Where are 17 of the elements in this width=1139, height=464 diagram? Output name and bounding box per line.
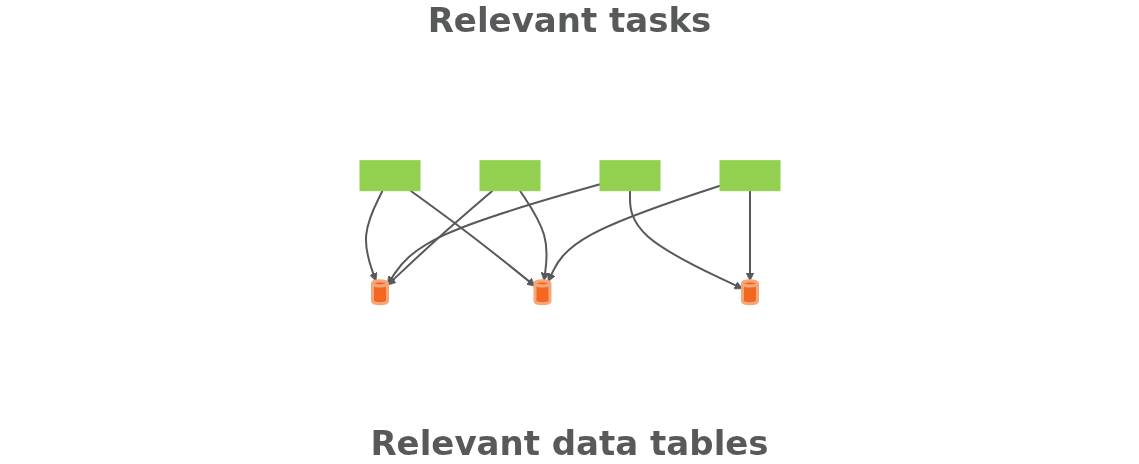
arrow <box>386 189 493 286</box>
arrow <box>364 189 383 282</box>
node-box <box>359 160 420 191</box>
node-box <box>599 160 660 191</box>
arrow <box>386 183 601 285</box>
node-cylinder <box>370 279 389 305</box>
arrow <box>745 189 754 281</box>
arrow <box>628 189 743 290</box>
node-box <box>719 160 780 191</box>
arrow <box>518 189 549 281</box>
node-cylinder <box>533 279 551 305</box>
heading: Relevant data tables <box>370 423 769 464</box>
node-box <box>479 160 540 191</box>
heading: Relevant tasks <box>427 0 712 41</box>
arrow <box>409 189 535 287</box>
node-cylinder <box>740 279 759 305</box>
arrow <box>547 184 721 282</box>
